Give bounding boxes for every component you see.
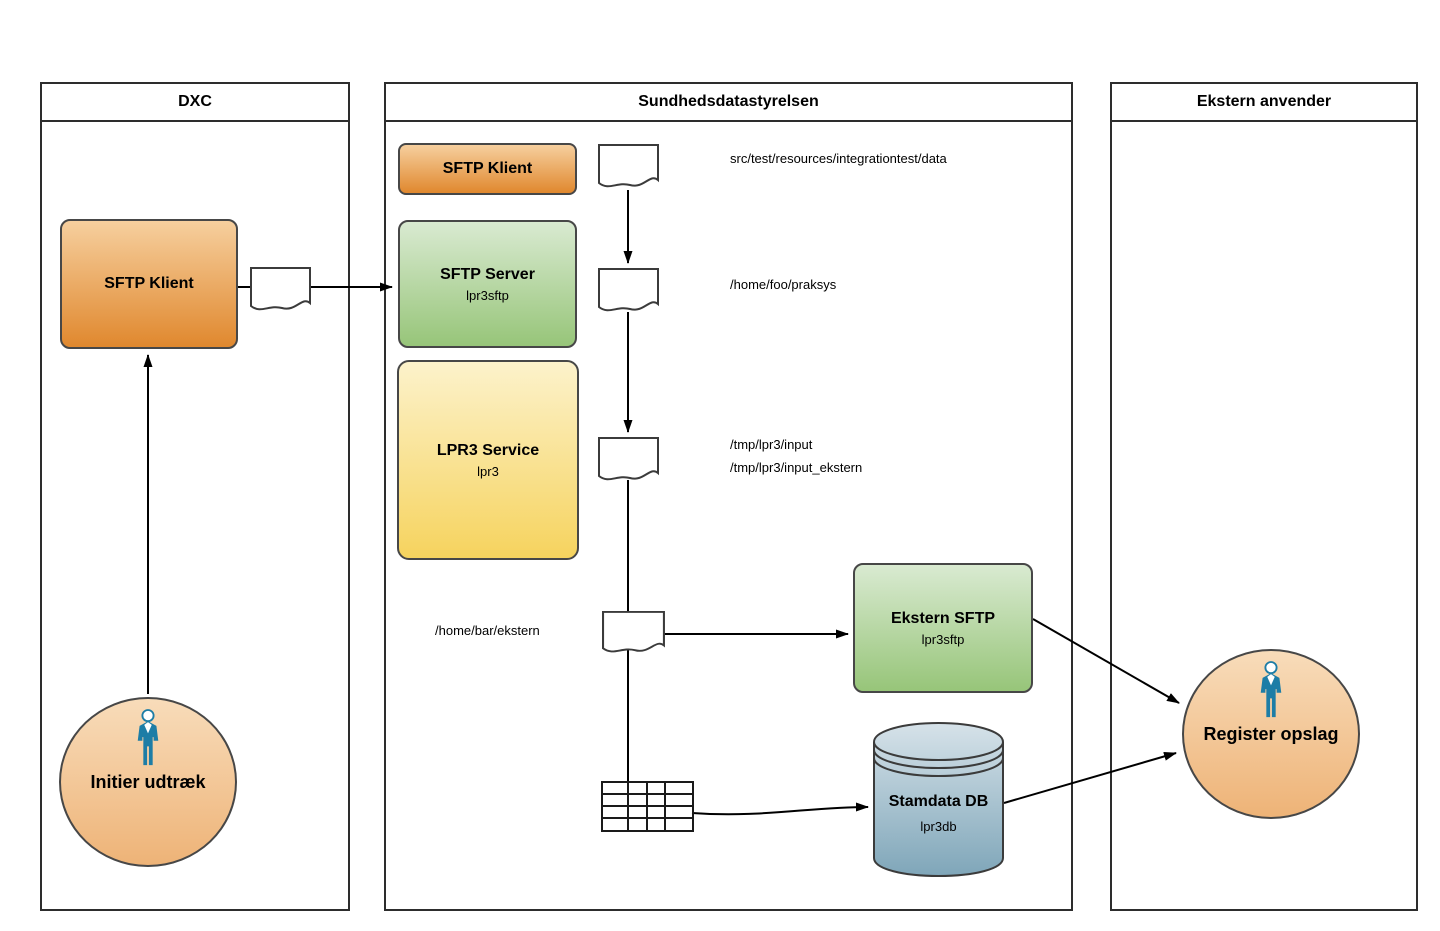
- document-icon-praksys: [598, 268, 659, 312]
- node-register-opslag-label: Register opslag: [1203, 724, 1339, 744]
- document-icon-ekstern: [602, 611, 665, 653]
- lane-sundhedsdatastyrelsen-title: Sundhedsdatastyrelsen: [386, 84, 1071, 122]
- arrow-ekstern-sftp-to-register: [1032, 618, 1180, 704]
- lane-ekstern-anvender-title: Ekstern anvender: [1112, 84, 1416, 122]
- node-stamdata-db-label: Stamdata DB: [888, 793, 989, 810]
- node-stamdata-db: Stamdata DB lpr3db: [873, 721, 1004, 878]
- node-sftp-server: SFTP Server lpr3sftp: [398, 220, 577, 348]
- node-dxc-sftp-klient: SFTP Klient: [60, 219, 238, 349]
- path-label-integrationtest: src/test/resources/integrationtest/data: [730, 151, 947, 166]
- document-icon-integrationtest: [598, 144, 659, 188]
- node-lpr3-service-sublabel: lpr3: [477, 463, 499, 479]
- path-label-input: /tmp/lpr3/input: [730, 437, 813, 452]
- node-register-opslag: Register opslag: [1182, 649, 1360, 819]
- document-icon-dxc: [250, 267, 311, 311]
- node-sftp-server-label: SFTP Server: [440, 265, 535, 283]
- path-label-bar-ekstern: /home/bar/ekstern: [435, 623, 540, 638]
- node-ekstern-sftp-sublabel: lpr3sftp: [921, 631, 965, 647]
- node-lpr3-service: LPR3 Service lpr3: [397, 360, 579, 560]
- lane-dxc-title: DXC: [42, 84, 348, 122]
- person-icon: [1260, 661, 1282, 718]
- table-grid-icon: [601, 781, 694, 832]
- node-initier-udtraek-label: Initier udtræk: [90, 772, 206, 792]
- node-lpr3-service-label: LPR3 Service: [436, 441, 540, 459]
- node-sds-sftp-klient: SFTP Klient: [398, 143, 577, 195]
- node-initier-udtraek: Initier udtræk: [59, 697, 237, 867]
- person-icon: [137, 709, 159, 766]
- arrow-stamdatadb-to-register: [1003, 752, 1177, 804]
- node-sds-sftp-klient-label: SFTP Klient: [442, 160, 533, 177]
- node-ekstern-sftp: Ekstern SFTP lpr3sftp: [853, 563, 1033, 693]
- path-label-praksys: /home/foo/praksys: [730, 277, 837, 292]
- arrow-grid-to-stamdatadb: [691, 802, 869, 816]
- document-icon-input: [598, 437, 659, 481]
- node-ekstern-sftp-label: Ekstern SFTP: [890, 609, 996, 627]
- database-icon: [873, 721, 1004, 878]
- node-sftp-server-sublabel: lpr3sftp: [466, 287, 509, 303]
- node-stamdata-db-sublabel: lpr3db: [920, 819, 957, 834]
- node-dxc-sftp-klient-label: SFTP Klient: [104, 275, 194, 292]
- path-label-input-ekstern: /tmp/lpr3/input_ekstern: [730, 460, 863, 475]
